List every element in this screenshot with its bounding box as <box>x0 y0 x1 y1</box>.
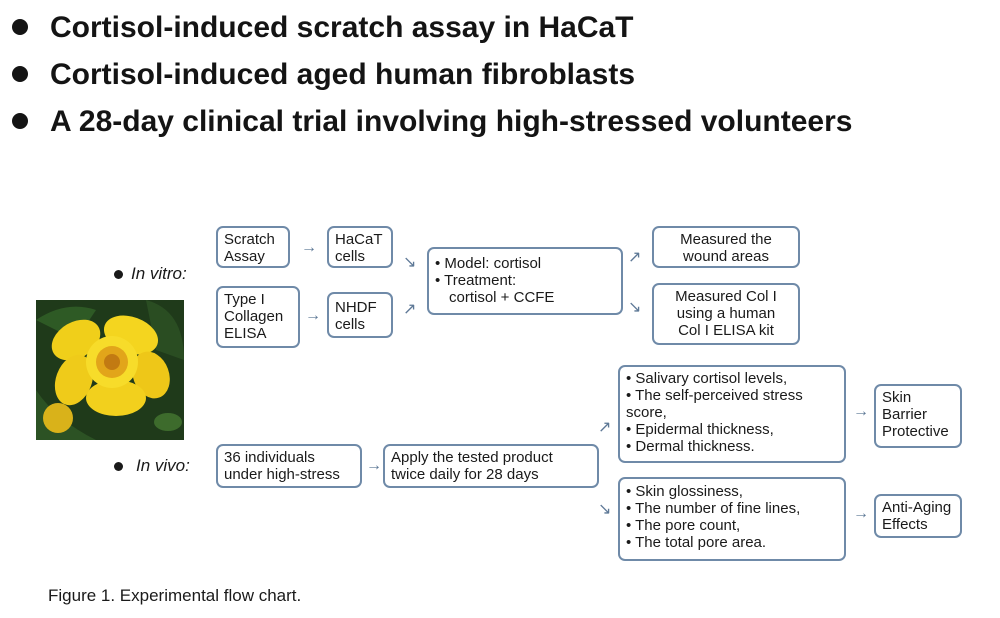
hacat-cells-box: HaCaT cells <box>327 226 393 268</box>
bullet-dot-icon <box>12 19 28 35</box>
bullet-item: Cortisol-induced aged human fibroblasts <box>6 51 852 98</box>
bullet-list: Cortisol-induced scratch assay in HaCaT … <box>6 4 852 145</box>
anti-aging-box: Anti-Aging Effects <box>874 494 962 538</box>
arrow-right-icon: → <box>305 307 321 324</box>
in-vitro-bullet-icon <box>114 270 123 279</box>
arrow-right-icon: → <box>366 457 382 474</box>
bullet-dot-icon <box>12 113 28 129</box>
col-elisa-kit-box: Measured Col I using a human Col I ELISA… <box>652 283 800 345</box>
in-vitro-label: In vitro: <box>131 264 187 283</box>
arrow-down-right-icon: ↘ <box>598 501 612 518</box>
apply-product-box: Apply the tested product twice daily for… <box>383 444 599 488</box>
camellia-flower-image <box>36 300 184 440</box>
arrow-right-icon: → <box>301 239 317 256</box>
stress-measures-box: • Salivary cortisol levels, • The self-p… <box>618 365 846 463</box>
flower-icon <box>36 300 184 440</box>
bullet-item: Cortisol-induced scratch assay in HaCaT <box>6 4 852 51</box>
bullet-item: A 28-day clinical trial involving high-s… <box>6 98 852 145</box>
individuals-box: 36 individuals under high-stress <box>216 444 362 488</box>
collagen-elisa-box: Type I Collagen ELISA <box>216 286 300 348</box>
in-vivo-bullet-icon <box>114 462 123 471</box>
in-vivo-label: In vivo: <box>136 456 190 475</box>
arrow-right-icon: → <box>853 505 869 522</box>
arrow-right-icon: → <box>853 403 869 420</box>
arrow-up-right-icon: ↗ <box>598 419 612 436</box>
scratch-assay-box: Scratch Assay <box>216 226 290 268</box>
arrow-up-right-icon: ↗ <box>403 301 417 318</box>
nhdf-cells-box: NHDF cells <box>327 292 393 338</box>
arrow-down-right-icon: ↘ <box>628 299 642 316</box>
arrow-down-right-icon: ↘ <box>403 254 417 271</box>
bullet-dot-icon <box>12 66 28 82</box>
figure-caption: Figure 1. Experimental flow chart. <box>48 586 302 605</box>
aging-measures-box: • Skin glossiness, • The number of fine … <box>618 477 846 561</box>
wound-areas-box: Measured the wound areas <box>652 226 800 268</box>
arrow-up-right-icon: ↗ <box>628 249 642 266</box>
skin-barrier-box: Skin Barrier Protective <box>874 384 962 448</box>
model-treatment-box: • Model: cortisol • Treatment: cortisol … <box>427 247 623 315</box>
